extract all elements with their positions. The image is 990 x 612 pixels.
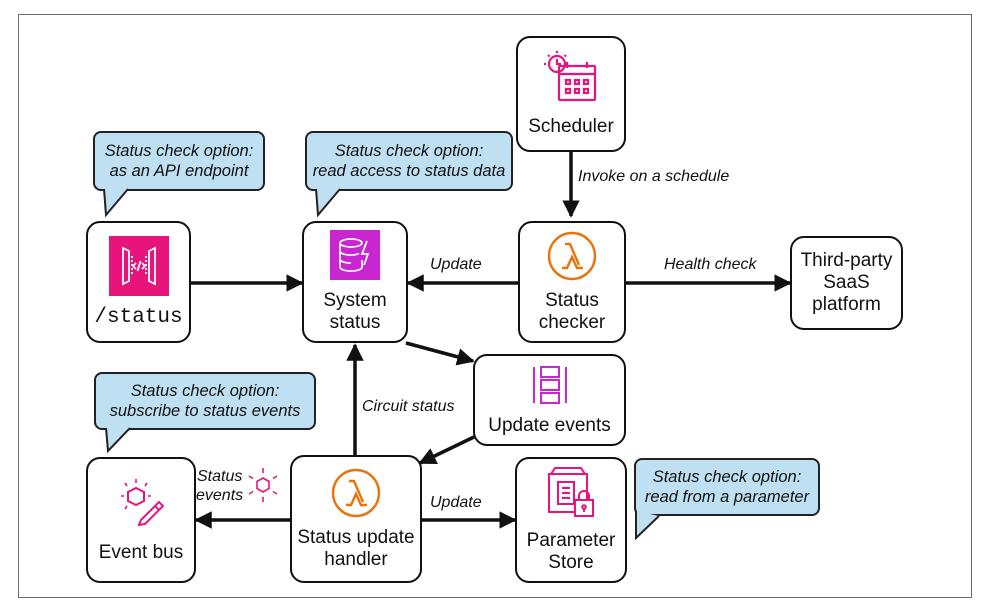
diagram-frame — [18, 14, 972, 598]
arrow-system-status-to-update-events — [405, 341, 475, 366]
third-party-label-1: Third-party — [800, 250, 893, 271]
callout-api-endpoint-line1: Status check option: — [104, 142, 254, 160]
callout-read-access-line2: read access to status data — [312, 162, 506, 180]
callout-subscribe: Status check option: subscribe to status… — [94, 372, 316, 430]
update-events-node: Update events — [473, 354, 626, 446]
event-bus-node: Event bus — [86, 457, 196, 583]
callout-read-access: Status check option: read access to stat… — [305, 131, 513, 191]
status-update-handler-label-2: handler — [324, 549, 388, 570]
eventbridge-icon — [121, 479, 165, 527]
third-party-node: Third-party SaaS platform — [790, 236, 903, 330]
lambda-icon — [547, 231, 597, 281]
status-checker-label-1: Status — [545, 290, 599, 311]
callout-parameter-line2: read from a parameter — [644, 488, 810, 506]
scheduler-node: Scheduler — [516, 36, 626, 152]
system-status-label-1: System — [323, 290, 387, 311]
status-update-handler-node: Status update handler — [290, 455, 422, 583]
callout-api-endpoint-line2: as an API endpoint — [109, 162, 249, 180]
status-checker-label-2: checker — [538, 312, 606, 333]
calendar-clock-icon — [544, 51, 597, 102]
edge-label-update-bottom: Update — [430, 494, 482, 511]
status-checker-node: Status checker — [518, 221, 626, 343]
callout-api-endpoint-tail — [103, 188, 129, 218]
callout-read-access-tail — [315, 188, 341, 218]
dynamodb-icon — [330, 230, 380, 280]
scheduler-label: Scheduler — [528, 116, 614, 137]
parameter-store-label-2: Store — [548, 552, 594, 573]
status-endpoint-label: /status — [94, 305, 183, 329]
edge-label-circuit-status: Circuit status — [362, 398, 455, 415]
callout-parameter-tail — [635, 511, 660, 540]
event-stream-icon — [532, 366, 567, 404]
edge-label-status-events-2: events — [196, 487, 244, 504]
callout-parameter-line1: Status check option: — [652, 468, 802, 486]
system-status-label-2: status — [329, 312, 381, 333]
callout-parameter: Status check option: read from a paramet… — [634, 458, 820, 516]
callout-subscribe-line2: subscribe to status events — [109, 402, 301, 420]
edge-label-invoke: Invoke on a schedule — [578, 168, 730, 185]
status-update-handler-label-1: Status update — [297, 527, 415, 548]
status-event-icon — [248, 468, 278, 502]
edge-label-update-top: Update — [430, 256, 482, 273]
third-party-label-2: SaaS — [823, 272, 870, 293]
status-endpoint-node: /status — [86, 221, 191, 343]
event-bus-label: Event bus — [98, 542, 184, 563]
arrow-update-events-to-handler — [418, 435, 475, 465]
edge-label-status-events-1: Status — [197, 468, 243, 485]
callout-subscribe-tail — [105, 427, 131, 453]
system-status-node: System status — [302, 221, 408, 343]
callout-api-endpoint: Status check option: as an API endpoint — [93, 131, 265, 191]
parameter-store-node: Parameter Store — [515, 457, 627, 583]
parameter-store-icon — [548, 467, 594, 517]
api-gateway-icon — [108, 235, 169, 296]
lambda-icon — [331, 468, 381, 518]
third-party-label-3: platform — [812, 294, 881, 315]
callout-read-access-line1: Status check option: — [334, 142, 484, 160]
update-events-label: Update events — [488, 415, 611, 436]
parameter-store-label-1: Parameter — [526, 530, 616, 551]
callout-subscribe-line1: Status check option: — [130, 382, 280, 400]
edge-label-health-check: Health check — [664, 256, 757, 273]
